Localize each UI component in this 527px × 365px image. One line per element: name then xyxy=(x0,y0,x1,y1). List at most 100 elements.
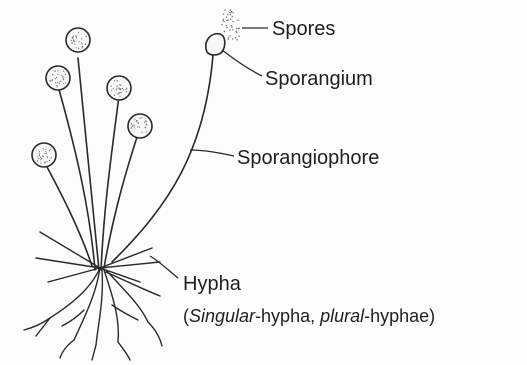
stipple-dot xyxy=(57,74,58,75)
stipple-dot xyxy=(131,123,132,124)
stipple-dot xyxy=(41,163,42,164)
stipple-dot xyxy=(117,80,118,81)
stipple-dot xyxy=(72,37,73,38)
stipple-dot xyxy=(139,117,140,118)
spore-dot xyxy=(239,28,240,29)
stipple-dot xyxy=(118,93,119,94)
stipple-dot xyxy=(145,127,146,128)
stipple-dot xyxy=(81,38,82,39)
stipple-dot xyxy=(82,44,83,45)
stipple-dot xyxy=(141,117,142,118)
stipple-dot xyxy=(52,74,53,75)
stipple-dot xyxy=(56,77,57,78)
label-hypha-note: (Singular-hypha, plural-hyphae) xyxy=(183,306,435,326)
spore-dot xyxy=(230,12,231,13)
spore-dot xyxy=(230,14,231,15)
stipple-dot xyxy=(146,131,147,132)
stipple-dot xyxy=(114,95,115,96)
leader-hypha xyxy=(150,256,178,278)
stipple-dot xyxy=(55,82,56,83)
stipple-dot xyxy=(63,71,64,72)
stipple-dot xyxy=(131,127,132,128)
stipple-dot xyxy=(76,37,77,38)
spore-dot xyxy=(232,29,233,30)
stipple-dot xyxy=(39,151,40,152)
spore-dot xyxy=(229,35,230,36)
stipple-dot xyxy=(116,88,117,89)
stipple-dot xyxy=(122,88,123,89)
stipple-dot xyxy=(120,89,121,90)
stipple-dot xyxy=(54,70,55,71)
spore-dot xyxy=(226,27,227,28)
stipple-dot xyxy=(145,120,146,121)
stipple-dot xyxy=(120,92,121,93)
stipple-dot xyxy=(138,122,139,123)
stipple-dot xyxy=(49,150,50,151)
stipple-dot xyxy=(57,70,58,71)
stipple-dot xyxy=(57,86,58,87)
stipple-dot xyxy=(37,156,38,157)
stipple-dot xyxy=(126,91,127,92)
stipple-dot xyxy=(126,88,127,89)
spore-dot xyxy=(223,19,224,20)
stipple-dot xyxy=(62,76,63,77)
stipple-dot xyxy=(65,82,66,83)
stipple-dot xyxy=(47,157,48,158)
spore-dot xyxy=(224,21,225,22)
stipple-dot xyxy=(119,92,120,93)
spore-dot xyxy=(221,24,222,25)
stipple-dot xyxy=(125,89,126,90)
stipple-dot xyxy=(114,80,115,81)
stipple-dot xyxy=(86,36,87,37)
stipple-dot xyxy=(110,86,111,87)
spore-dot xyxy=(223,14,224,15)
stipple-dot xyxy=(139,127,140,128)
stipple-dot xyxy=(134,127,135,128)
leader-sporangium xyxy=(222,50,262,76)
spore-dot xyxy=(236,28,237,29)
spore-dot xyxy=(222,20,223,21)
stipple-dot xyxy=(78,32,79,33)
spore-dot xyxy=(232,21,233,22)
spore-dot xyxy=(230,19,231,20)
stipple-dot xyxy=(41,158,42,159)
stipple-dot xyxy=(39,153,40,154)
spore-dot xyxy=(231,25,232,26)
label-hypha: Hypha xyxy=(183,273,242,295)
stipple-dot xyxy=(40,157,41,158)
stipple-dot xyxy=(146,124,147,125)
stipple-dot xyxy=(132,126,133,127)
stipple-dot xyxy=(141,132,142,133)
label-sporangiophore: Sporangiophore xyxy=(237,147,379,169)
spore-dot xyxy=(226,25,227,26)
spore-dot xyxy=(236,32,237,33)
spore-dot xyxy=(235,37,236,38)
stipple-dot xyxy=(82,46,83,47)
stipple-dot xyxy=(45,151,46,152)
stipple-dot xyxy=(63,78,64,79)
stipple-dot xyxy=(43,148,44,149)
stipple-dot xyxy=(63,83,64,84)
stipple-dot xyxy=(136,121,137,122)
spore-dot xyxy=(231,26,232,27)
stipple-dot xyxy=(49,80,50,81)
stipple-dot xyxy=(55,78,56,79)
stipple-dot xyxy=(82,47,83,48)
stipple-dot xyxy=(144,122,145,123)
stipple-dot xyxy=(44,153,45,154)
stipple-dot xyxy=(52,79,53,80)
stipple-dot xyxy=(40,159,41,160)
stipple-dot xyxy=(75,35,76,36)
spore-dot xyxy=(231,11,232,12)
stipple-dot xyxy=(60,81,61,82)
stipple-dot xyxy=(50,149,51,150)
spore-dot xyxy=(224,31,225,32)
spore-dot xyxy=(228,39,229,40)
spore-dot xyxy=(229,29,230,30)
stipple-dot xyxy=(73,38,74,39)
spore-dot xyxy=(236,39,237,40)
stipple-dot xyxy=(117,86,118,87)
stipple-dot xyxy=(116,89,117,90)
spore-dot xyxy=(227,14,228,15)
